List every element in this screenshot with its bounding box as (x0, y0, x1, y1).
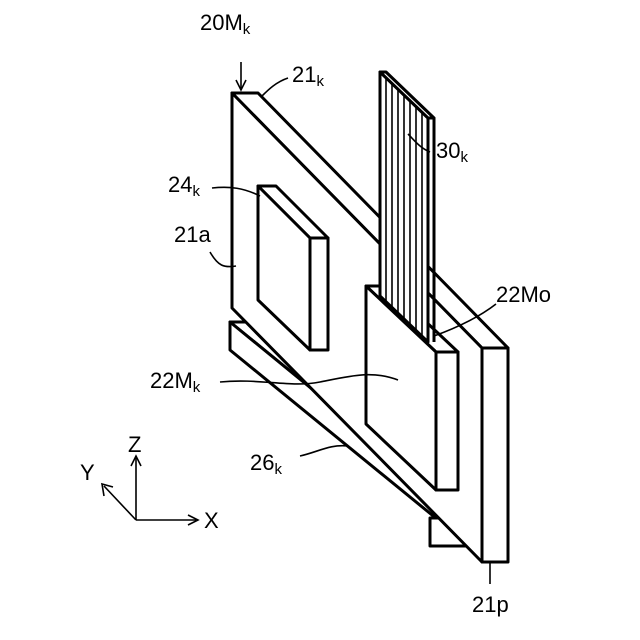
label-cable: 30k (436, 138, 468, 166)
label-module: 20Mk (200, 10, 251, 38)
label-connector-other: 22Mo (496, 282, 551, 307)
axis-label-z: Z (128, 432, 141, 457)
label-board-edge: 21p (472, 592, 509, 617)
axes-indicator (102, 456, 198, 525)
label-board-top: 21k (292, 62, 324, 90)
axis-label-y: Y (80, 460, 95, 485)
ribbon-cable (380, 72, 434, 342)
axis-label-x: X (204, 508, 219, 533)
label-chip: 24k (168, 172, 200, 200)
label-rail: 26k (250, 450, 282, 478)
label-connector: 22Mk (150, 368, 201, 396)
label-board-face: 21a (174, 222, 211, 247)
